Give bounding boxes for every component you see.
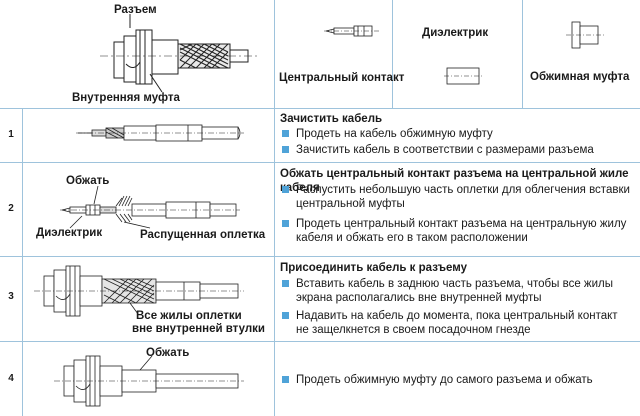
step-number: 1	[8, 129, 14, 140]
stripped-cable-drawing	[76, 124, 244, 142]
step-title: Обжать центральный контакт разъема на це…	[280, 168, 629, 194]
dielectric-drawing	[444, 67, 484, 85]
crimp-contact-drawing	[60, 186, 240, 229]
step-number: 3	[8, 291, 14, 302]
step-number: 4	[8, 373, 14, 384]
step-bullet: Зачистить кабель в соответствии с размер…	[296, 144, 594, 156]
assembly-drawing	[34, 265, 244, 317]
inner-sleeve-label: Внутренняя муфта	[72, 92, 180, 104]
step-number: 2	[8, 203, 14, 214]
final-crimp-callout-label: Обжать	[146, 347, 190, 359]
center-contact-drawing	[324, 25, 380, 37]
crimp-callout-label: Обжать	[66, 175, 110, 187]
step-bullet: Надавить на кабель до момента, пока цент…	[296, 310, 618, 336]
dielectric-callout-label: Диэлектрик	[36, 227, 103, 239]
step-title: Зачистить кабель	[280, 113, 383, 125]
bullet-icon	[282, 146, 289, 153]
crimp-sleeve-label: Обжимная муфта	[530, 71, 630, 83]
crimp-sleeve-drawing	[566, 21, 604, 49]
final-assembly-drawing	[54, 355, 244, 407]
step-title: Присоединить кабель к разъему	[280, 262, 467, 274]
connector-drawing	[100, 14, 258, 93]
bullet-icon	[282, 376, 289, 383]
step-bullet: Продеть обжимную муфту до самого разъема…	[296, 374, 593, 386]
bullet-icon	[282, 220, 289, 227]
center-contact-label: Центральный контакт	[279, 72, 405, 84]
bullet-icon	[282, 280, 289, 287]
step-bullet: Продеть на кабель обжимную муфту	[296, 128, 493, 140]
step-bullet: Распустить небольшую часть оплетки для о…	[296, 184, 630, 210]
loose-braid-callout-label: Распущенная оплетка	[140, 229, 266, 241]
braid-callout-label-2: вне внутренней втулки	[132, 323, 265, 335]
step-bullet: Продеть центральный контакт разъема на ц…	[296, 218, 627, 244]
bullet-icon	[282, 312, 289, 319]
dielectric-label: Диэлектрик	[422, 27, 489, 39]
bullet-icon	[282, 186, 289, 193]
step-bullet: Вставить кабель в заднюю часть разъема, …	[296, 278, 614, 304]
braid-callout-label-1: Все жилы оплетки	[136, 310, 242, 322]
connector-label: Разъем	[114, 4, 157, 16]
bullet-icon	[282, 130, 289, 137]
